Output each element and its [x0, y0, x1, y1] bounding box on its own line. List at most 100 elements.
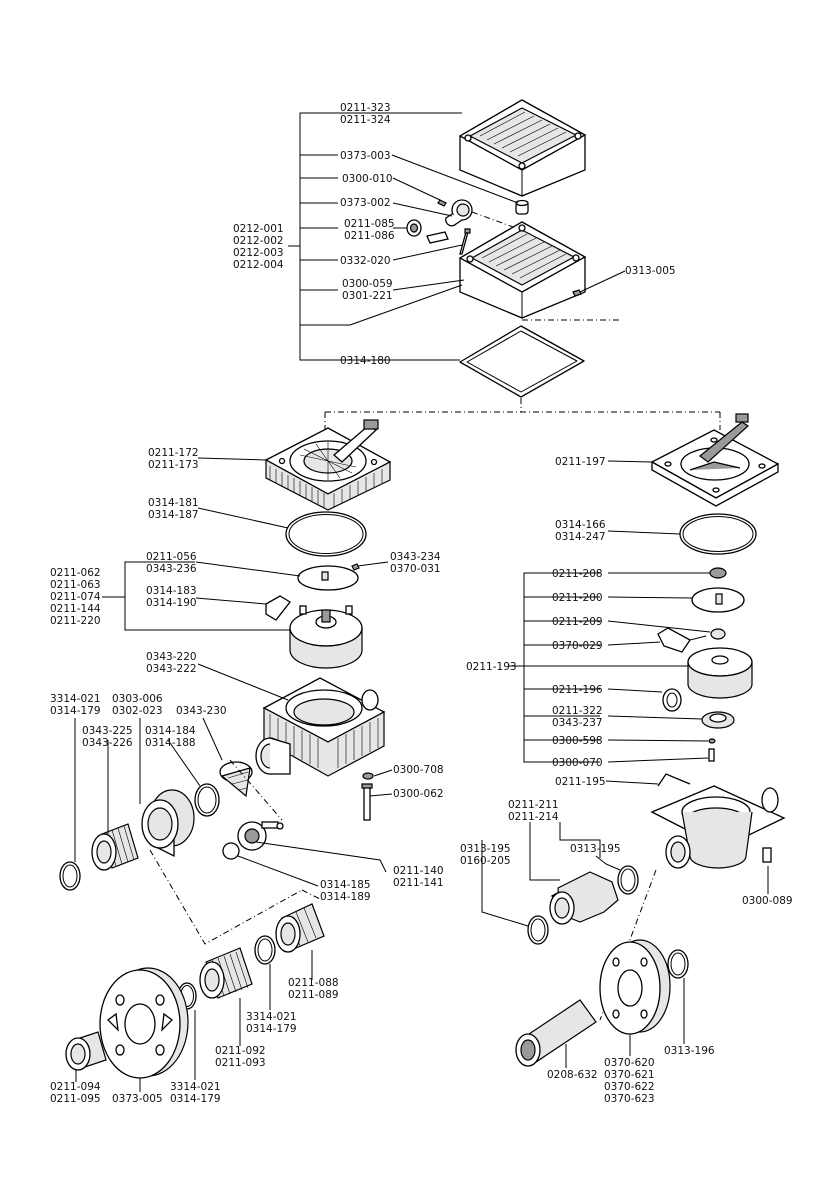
label-r-plate-2: 0343-237 [552, 717, 603, 729]
label-left-disc-1: 0211-056 [146, 551, 197, 563]
label-left-group-4: 0211-144 [50, 603, 101, 615]
label-left-group-1: 0211-062 [50, 567, 101, 579]
cap-part [515, 199, 529, 215]
left-body-part [255, 677, 386, 777]
label-r-screw: 0300-070 [552, 757, 603, 769]
left-screw-part [351, 563, 360, 571]
label-upper-group-4: 0212-004 [233, 259, 284, 271]
left-adapter-part [275, 903, 325, 953]
label-knob: 0373-002 [340, 197, 391, 209]
label-left-oring-1: 0314-181 [148, 497, 199, 509]
label-r-disc: 0211-200 [552, 592, 603, 604]
r-disc-part [691, 587, 745, 613]
label-bolt-a: 0332-020 [340, 255, 391, 267]
left-flange-disc-part [99, 967, 189, 1079]
gasket-top-part [459, 325, 585, 398]
label-r-seal-b: 0313-196 [664, 1045, 715, 1057]
label-left-body-2: 0343-222 [146, 663, 197, 675]
pin-part [406, 219, 449, 244]
label-left-ring-e-2: 0314-179 [170, 1093, 221, 1105]
left-group-bracket [102, 561, 290, 631]
nut-right-part [572, 289, 582, 297]
label-r-seal-l-2: 0160-205 [460, 855, 511, 867]
label-r-union-2: 0211-214 [508, 811, 559, 823]
label-left-union-nut-1: 0303-006 [112, 693, 163, 705]
label-top-cover-1: 0211-323 [340, 102, 391, 114]
r-clip-part [657, 773, 691, 787]
upper-group-bracket [288, 112, 350, 361]
label-right-flange: 0211-197 [555, 456, 606, 468]
label-left-ring-a-1: 3314-021 [50, 693, 101, 705]
r-flange-part [599, 939, 671, 1035]
label-r-cap: 0211-208 [552, 568, 603, 580]
label-left-ring-d-2: 0314-179 [246, 1023, 297, 1035]
label-nut-right: 0313-005 [625, 265, 676, 277]
label-r-filter: 0208-632 [547, 1069, 598, 1081]
knob-part [445, 199, 473, 227]
label-r-body-screw: 0300-089 [742, 895, 793, 907]
label-right-oring-2: 0314-247 [555, 531, 606, 543]
label-left-union-nut-2: 0302-023 [112, 705, 163, 717]
left-bolt-part [361, 783, 373, 821]
label-left-nipple-2: 0211-095 [50, 1093, 101, 1105]
part-number-labels: 0211-323 0211-324 0373-003 0300-010 0373… [50, 102, 793, 1105]
label-left-disc-2: 0343-236 [146, 563, 197, 575]
label-left-tailpiece-1: 0343-225 [82, 725, 133, 737]
label-left-oring-2: 0314-187 [148, 509, 199, 521]
label-spring-clip: 0300-010 [342, 173, 393, 185]
label-pin-2: 0211-086 [344, 230, 395, 242]
label-left-nipple-1: 0211-094 [50, 1081, 101, 1093]
left-pin-nut-part [362, 772, 374, 780]
label-left-strainer: 0343-230 [176, 705, 227, 717]
label-top-cover-2: 0211-324 [340, 114, 391, 126]
label-r-clip: 0211-195 [555, 776, 606, 788]
label-left-group-5: 0211-220 [50, 615, 101, 627]
label-r-seal-l-1: 0313-195 [460, 843, 511, 855]
r-seat-part [710, 628, 726, 640]
label-r-spring: 0370-029 [552, 640, 603, 652]
r-body-part [650, 785, 786, 869]
label-r-flange-3: 0370-622 [604, 1081, 655, 1093]
r-cap-part [709, 567, 727, 579]
label-r-ring: 0211-196 [552, 684, 603, 696]
label-r-plate-1: 0211-322 [552, 705, 603, 717]
label-left-union-b-1: 0211-092 [215, 1045, 266, 1057]
label-r-flange-1: 0370-620 [604, 1057, 655, 1069]
left-valve-dome-part [289, 605, 363, 669]
label-pin-1: 0211-085 [344, 218, 395, 230]
left-tailpiece-part [91, 823, 139, 871]
label-left-adapter-1: 0211-088 [288, 977, 339, 989]
label-left-oring-c-2: 0314-189 [320, 891, 371, 903]
label-left-group-2: 0211-063 [50, 579, 101, 591]
right-group-bracket [508, 572, 600, 763]
label-upper-group-3: 0212-003 [233, 247, 284, 259]
split-connector [324, 398, 721, 430]
label-r-pin: 0300-598 [552, 735, 603, 747]
spring-clip-part [437, 199, 447, 207]
label-left-ring-d-1: 3314-021 [246, 1011, 297, 1023]
label-r-flange-2: 0370-621 [604, 1069, 655, 1081]
left-disc-part [297, 565, 359, 591]
label-left-pin-nut: 0300-708 [393, 764, 444, 776]
r-union-part [549, 871, 619, 925]
label-left-flange-1: 0211-172 [148, 447, 199, 459]
left-flange-part [264, 419, 392, 511]
right-flange-part [650, 413, 780, 507]
label-left-flange-2: 0211-173 [148, 459, 199, 471]
r-filter-part [515, 999, 597, 1067]
label-bolt-b-2: 0301-221 [342, 290, 393, 302]
label-r-seat: 0211-209 [552, 616, 603, 628]
label-left-union-b-2: 0211-093 [215, 1057, 266, 1069]
label-gasket-top: 0314-180 [340, 355, 391, 367]
label-upper-group-1: 0212-001 [233, 223, 284, 235]
r-ring-part [662, 688, 682, 712]
label-left-ring-a-2: 0314-179 [50, 705, 101, 717]
label-upper-group-2: 0212-002 [233, 235, 284, 247]
label-r-group: 0211-193 [466, 661, 517, 673]
left-union-b-part [199, 947, 253, 999]
label-left-body-1: 0343-220 [146, 651, 197, 663]
left-seal-square-part [265, 595, 291, 621]
right-oring-part [679, 513, 757, 555]
label-left-ring-e-1: 3314-021 [170, 1081, 221, 1093]
